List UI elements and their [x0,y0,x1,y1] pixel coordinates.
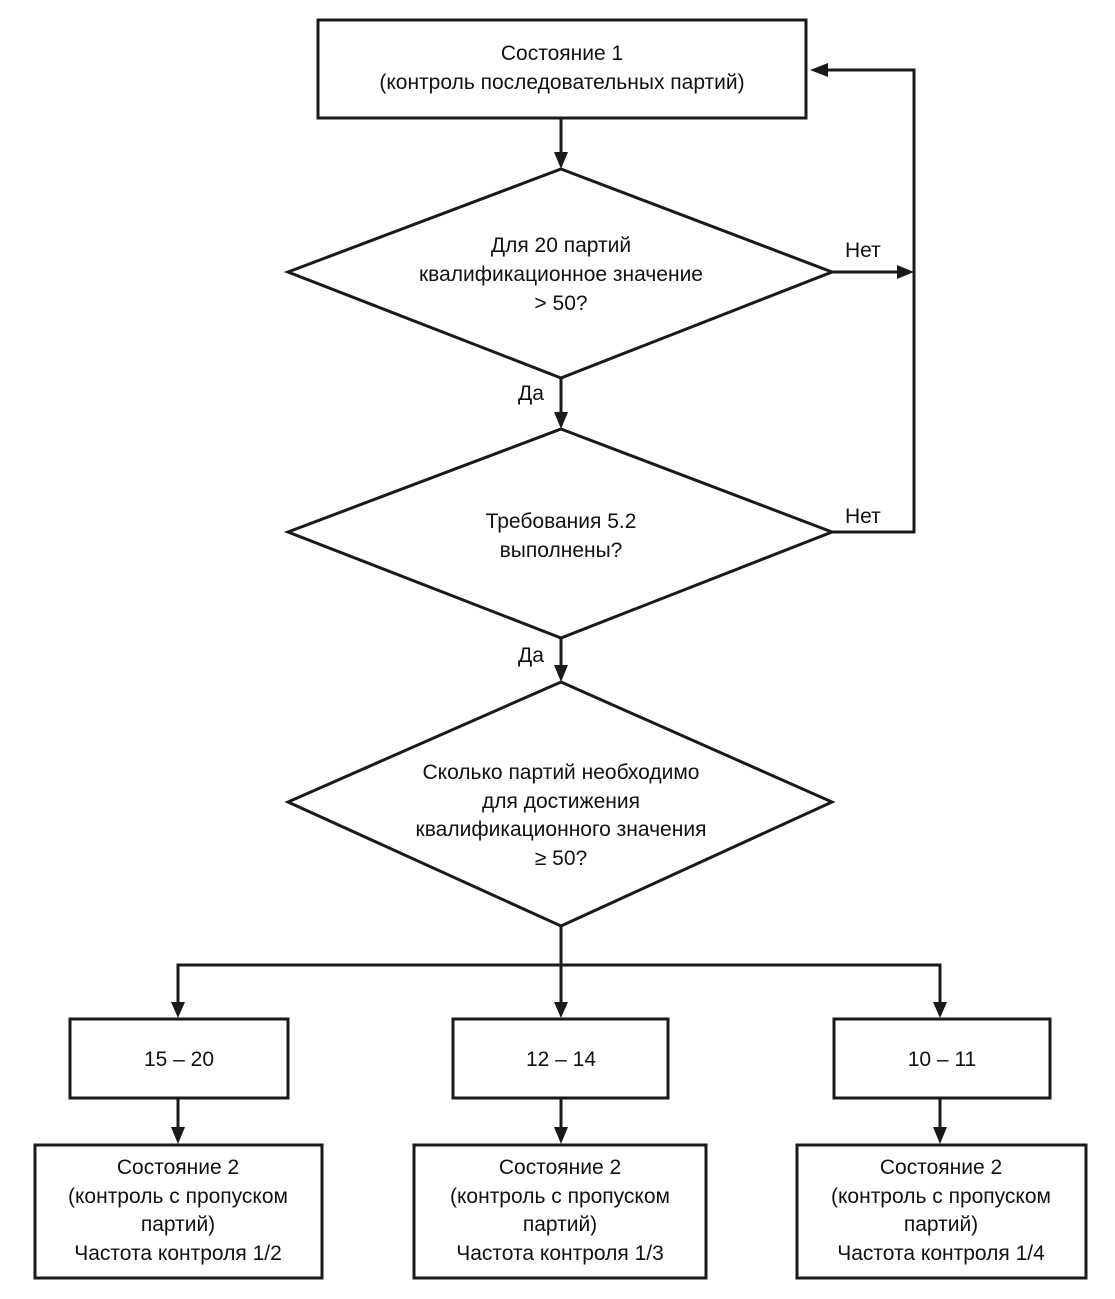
state2-c-line-1: Состояние 2 [880,1156,1002,1179]
decision1-line-1: Для 20 партий [491,234,631,257]
arrowhead-range-b [554,1002,568,1018]
state2-box-a: Состояние 2 (контроль с пропуском партий… [33,1143,324,1280]
state2-b-line-1: Состояние 2 [499,1156,621,1179]
decision1-diamond: Для 20 партий квалификационное значение … [283,167,837,380]
state2-c-line-2: (контроль с пропуском [831,1185,1051,1208]
range-box-a: 15 – 20 [68,1017,290,1100]
arrowhead-decision1-no [897,265,914,279]
connectors [171,63,947,1144]
state2-c-line-3: партий) [904,1213,978,1236]
decision3-line-3: квалификационного значения [416,818,707,841]
label-yes-decision1: Да [518,382,544,405]
range-box-b: 12 – 14 [451,1017,670,1100]
label-yes-decision2: Да [518,644,544,667]
decision3-line-4: ≥ 50? [535,847,587,870]
arrowhead-range-c [933,1002,947,1018]
state2-box-b: Состояние 2 (контроль с пропуском партий… [412,1143,708,1280]
decision2-diamond: Требования 5.2 выполнены? [283,427,837,640]
state2-a-line-1: Состояние 2 [117,1156,239,1179]
state2-b-line-4: Частота контроля 1/3 [456,1242,664,1265]
arrowhead-range-a [171,1002,185,1018]
state2-box-c: Состояние 2 (контроль с пропуском партий… [795,1143,1088,1280]
range-a-label: 15 – 20 [144,1048,214,1071]
state1-line-1: Состояние 1 [501,42,623,65]
state2-b-line-3: партий) [523,1213,597,1236]
decision3-line-2: для достижения [482,790,640,813]
arrowhead-decision2 [554,412,568,429]
decision2-line-2: выполнены? [500,539,623,562]
arrowhead-state2-b [554,1127,568,1144]
decision1-line-2: квалификационное значение [419,263,703,286]
range-b-label: 12 – 14 [526,1048,596,1071]
connector-branch-bus [176,963,942,1008]
state2-b-line-2: (контроль с пропуском [450,1185,670,1208]
state2-c-line-4: Частота контроля 1/4 [837,1242,1045,1265]
range-c-label: 10 – 11 [908,1048,977,1071]
decision3-diamond: Сколько партий необходимо для достижения… [284,680,836,928]
state1-line-2: (контроль последовательных партий) [379,71,744,94]
decision1-line-3: > 50? [534,292,587,315]
state2-a-line-2: (контроль с пропуском [68,1185,288,1208]
decision3-line-1: Сколько партий необходимо [423,761,700,784]
state2-a-line-4: Частота контроля 1/2 [74,1242,282,1265]
label-no-decision1: Нет [845,239,881,262]
arrowhead-state2-a [171,1127,185,1144]
arrowhead-state2-c [933,1127,947,1144]
state1-box: Состояние 1 (контроль последовательных п… [316,18,808,120]
arrowhead-decision3 [554,665,568,682]
state2-a-line-3: партий) [141,1213,215,1236]
decision2-line-1: Требования 5.2 [486,510,637,533]
connector-decision2-no-loop [820,68,916,534]
arrowhead-decision1 [554,152,568,169]
range-box-c: 10 – 11 [832,1017,1052,1100]
arrowhead-state1-return [810,63,828,77]
label-no-decision2: Нет [845,505,881,528]
